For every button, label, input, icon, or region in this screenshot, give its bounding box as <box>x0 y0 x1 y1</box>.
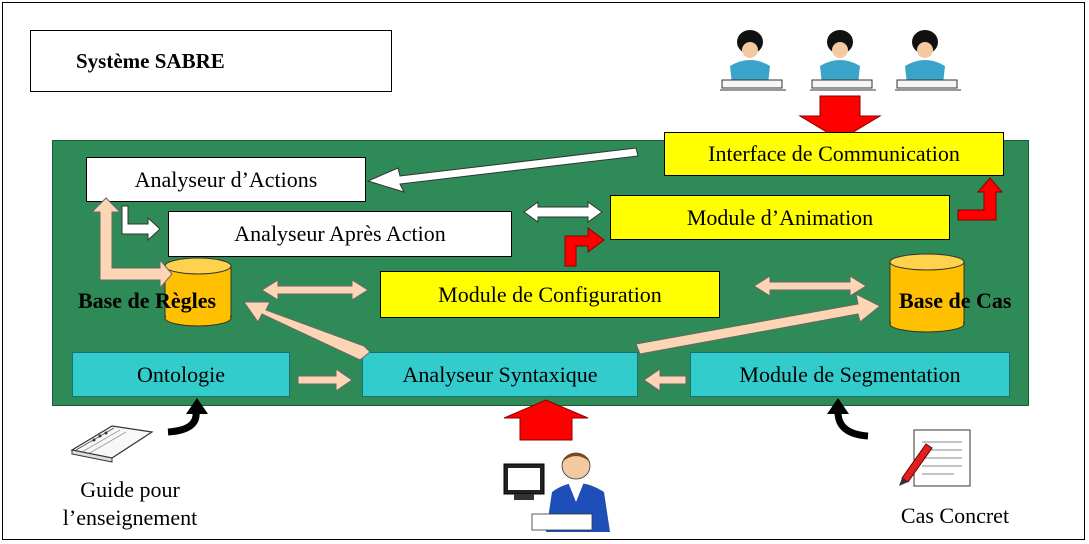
analyseur-actions-box: Analyseur d’Actions <box>86 157 366 202</box>
ontologie-label: Ontologie <box>137 361 225 387</box>
module-segmentation-box: Module de Segmentation <box>690 352 1010 397</box>
guide-caption-line2: l’enseignement <box>62 505 198 530</box>
system-title-text: Système SABRE <box>76 48 225 73</box>
cas-concret-label: Cas Concret <box>900 503 1010 528</box>
base-cas-label: Base de Cas <box>899 288 1012 313</box>
base-cas-cylinder <box>889 253 965 333</box>
module-animation-label: Module d’Animation <box>686 204 874 230</box>
interface-communication-box: Interface de Communication <box>664 132 1004 176</box>
guide-caption: Guide pour l’enseignement <box>30 476 230 532</box>
module-animation-box: Module d’Animation <box>610 195 950 240</box>
cas-concret-caption: Cas Concret <box>880 502 1030 530</box>
ontologie-box: Ontologie <box>72 352 290 397</box>
analyseur-syntaxique-box: Analyseur Syntaxique <box>362 352 638 397</box>
module-configuration-label: Module de Configuration <box>438 281 662 307</box>
analyseur-syntaxique-label: Analyseur Syntaxique <box>402 361 598 387</box>
analyseur-actions-label: Analyseur d’Actions <box>134 166 318 192</box>
analyseur-apres-action-label: Analyseur Après Action <box>234 221 446 246</box>
base-regles-cylinder <box>164 257 232 327</box>
interface-communication-label: Interface de Communication <box>708 141 960 166</box>
system-title: Système SABRE <box>30 30 392 92</box>
module-configuration-box: Module de Configuration <box>380 271 720 318</box>
guide-caption-line1: Guide pour <box>80 477 180 502</box>
analyseur-apres-action-box: Analyseur Après Action <box>168 211 512 257</box>
module-segmentation-label: Module de Segmentation <box>739 361 961 387</box>
base-regles-label: Base de Règles <box>78 288 217 313</box>
